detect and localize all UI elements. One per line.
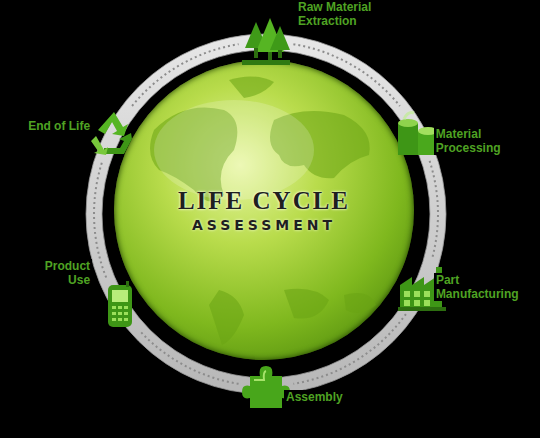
globe-circle: LIFE CYCLE ASSESSMENT xyxy=(114,60,414,360)
stage-label: Assembly xyxy=(284,390,368,404)
cycle-connector xyxy=(430,161,438,259)
stage-icon: Product Use xyxy=(96,281,144,329)
recycle-icon xyxy=(90,109,138,157)
puzzle-icon xyxy=(242,362,290,410)
stage-label: Raw Material Extraction xyxy=(296,0,396,28)
stage-icon: Raw Material Extraction xyxy=(242,18,290,66)
stage-label: Product Use xyxy=(28,259,92,287)
stage-icon: End of Life xyxy=(90,109,138,157)
subtitle-text: ASSESSMENT xyxy=(192,217,336,233)
stage-icon: Assembly xyxy=(242,362,290,410)
stage-label: End of Life xyxy=(14,119,92,133)
cycle-connector xyxy=(94,161,106,278)
phone-icon xyxy=(96,281,144,329)
stage-icon: Part Manufacturing xyxy=(398,263,446,311)
trees-icon xyxy=(242,18,290,66)
title-text: LIFE CYCLE xyxy=(178,187,350,215)
stage-label: Material Processing xyxy=(434,127,518,155)
stage-label: Part Manufacturing xyxy=(434,273,536,301)
stage-icon: Material Processing xyxy=(394,109,442,157)
